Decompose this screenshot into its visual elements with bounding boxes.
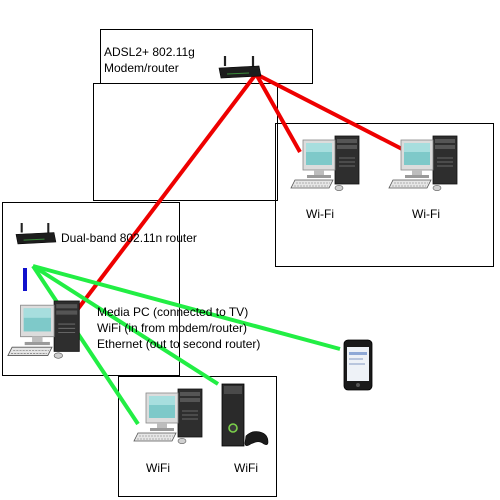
router-to-xbox-link [31, 264, 220, 386]
wifi-pc-2-label: Wi-Fi [412, 207, 440, 221]
modem-zone-box [93, 83, 278, 201]
modem-label-line1: ADSL2+ 802.11g [104, 45, 195, 59]
router-to-bottom-pc-link [31, 264, 140, 426]
wifi-pc-2-icon [388, 135, 458, 192]
wifi-pc-1-icon [290, 135, 360, 192]
media-pc-label-line1: Media PC (connected to TV) [97, 305, 248, 319]
router-label: Dual-band 802.11n router [61, 231, 197, 245]
top-right-box [275, 123, 494, 267]
wifi-pc-1-label: Wi-Fi [306, 207, 334, 221]
modem-label-line2: Modem/router [104, 61, 179, 75]
bottom-pc-icon [133, 388, 203, 445]
smartphone-icon [343, 339, 373, 391]
xbox-console-icon [221, 383, 269, 447]
media-pc-label-line2: WiFi (in from modem/router) [97, 321, 247, 335]
bottom-box [118, 376, 277, 497]
modem-router-icon [217, 54, 263, 80]
xbox-label: WiFi [234, 461, 258, 475]
dual-band-router-icon [14, 221, 57, 245]
modem-to-wifi-pc-2-link [255, 72, 405, 152]
modem-to-media-pc-link [69, 72, 258, 320]
bottom-pc-label: WiFi [146, 461, 170, 475]
modem-to-wifi-pc-1-link [254, 73, 302, 153]
router-to-phone-link [32, 264, 341, 351]
router-box [2, 202, 180, 376]
media-pc-icon [7, 300, 80, 359]
media-pc-label-line3: Ethernet (out to second router) [97, 337, 260, 351]
